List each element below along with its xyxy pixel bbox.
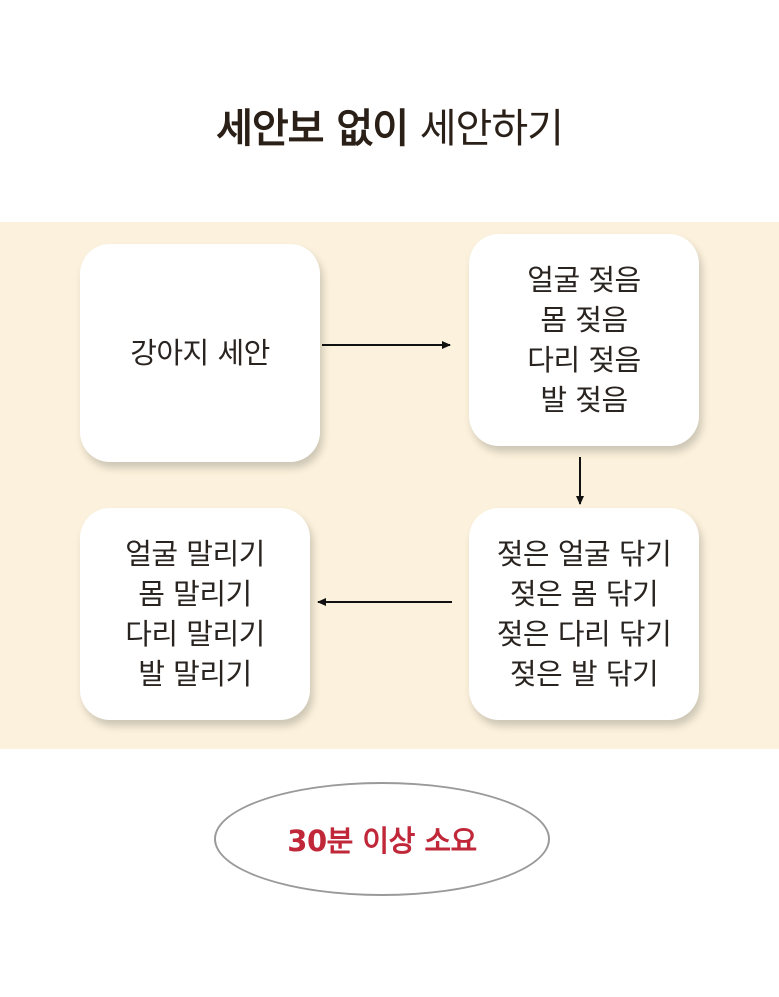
step-wet-line-feet: 발 젖음 — [540, 383, 628, 417]
step-dry-line-legs: 다리 말리기 — [125, 617, 265, 651]
title-regular: 세안하기 — [419, 106, 564, 152]
step-wet-line-legs: 다리 젖음 — [527, 343, 641, 377]
step-dry-line-feet: 발 말리기 — [138, 657, 252, 691]
step-wet-line-face: 얼굴 젖음 — [527, 263, 641, 297]
step-dry-line-face: 얼굴 말리기 — [125, 537, 265, 571]
step-wipe-line-feet: 젖은 발 닦기 — [509, 657, 659, 691]
step-wipe-line-legs: 젖은 다리 닦기 — [496, 617, 672, 651]
step-wet-line-body: 몸 젖음 — [540, 303, 628, 337]
duration-ellipse: 30분 이상 소요 — [214, 782, 550, 896]
page-title: 세안보 없이 세안하기 — [0, 96, 779, 154]
step-box-wet: 얼굴 젖음 몸 젖음 다리 젖음 발 젖음 — [469, 234, 699, 446]
step-wipe-line-face: 젖은 얼굴 닦기 — [496, 537, 672, 571]
step-wipe-line-body: 젖은 몸 닦기 — [509, 577, 659, 611]
step-box-start: 강아지 세안 — [80, 244, 320, 462]
step-dry-line-body: 몸 말리기 — [138, 577, 252, 611]
title-bold: 세안보 없이 — [216, 106, 409, 152]
step-box-wipe: 젖은 얼굴 닦기 젖은 몸 닦기 젖은 다리 닦기 젖은 발 닦기 — [469, 508, 699, 720]
step-box-dry: 얼굴 말리기 몸 말리기 다리 말리기 발 말리기 — [80, 508, 310, 720]
step-start-line: 강아지 세안 — [130, 336, 270, 370]
duration-label: 30분 이상 소요 — [287, 824, 477, 858]
